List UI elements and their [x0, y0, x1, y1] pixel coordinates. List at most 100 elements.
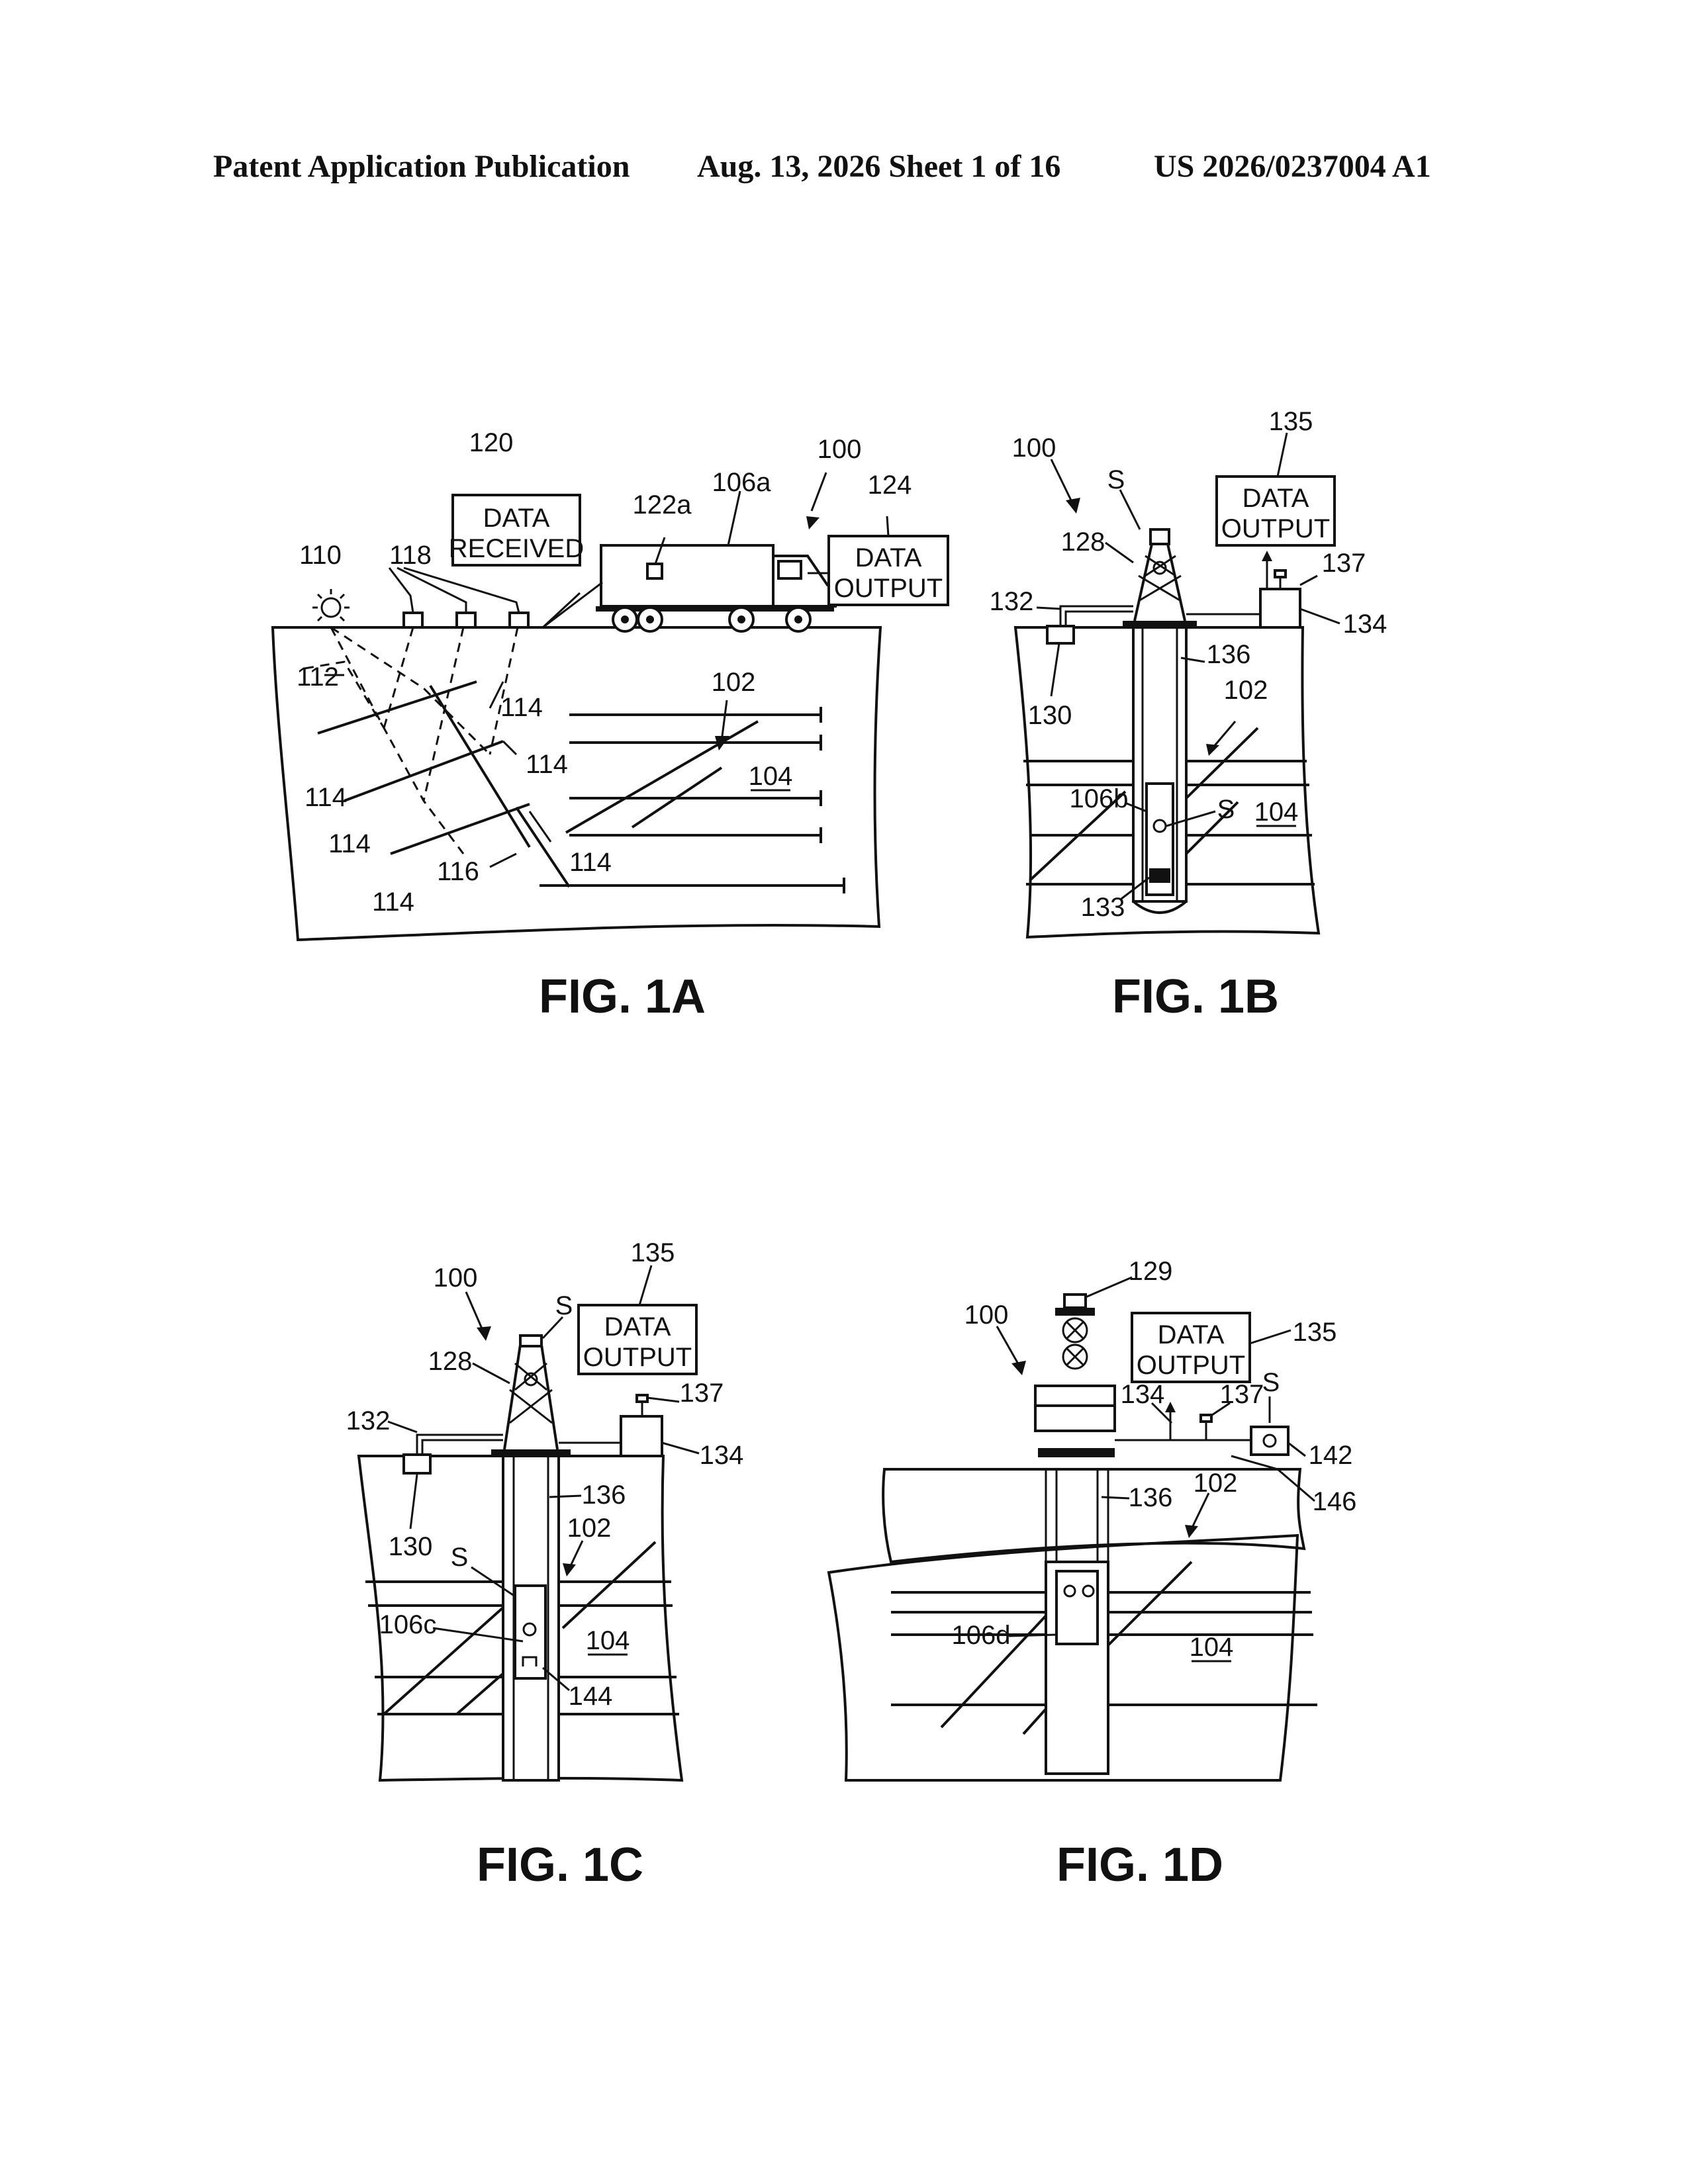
surface-unit: [621, 1416, 662, 1456]
fig1a-leader: [728, 491, 740, 545]
mud-pit: [404, 1455, 430, 1473]
antenna-icon: [1201, 1415, 1211, 1422]
fig1b-leader: [1051, 643, 1059, 696]
fig1d-leader: [1192, 1493, 1209, 1529]
ref-label-102: 102: [712, 668, 756, 697]
ref-label-137: 137: [680, 1379, 724, 1408]
ref-label-144: 144: [569, 1682, 613, 1711]
ref-label-136: 136: [1207, 640, 1251, 669]
fig1a-reflector-114: [318, 682, 477, 733]
seismic-receiver-icon: [510, 613, 528, 627]
box-text: OUTPUT: [1221, 514, 1330, 543]
fig1b-leader: [1300, 609, 1340, 623]
ref-label-137: 137: [1220, 1380, 1264, 1409]
ref-label-137: 137: [1322, 549, 1366, 578]
fig1a-arrowhead: [806, 516, 820, 529]
fig1c-leader: [647, 1398, 679, 1402]
fig1b-leader: [1120, 490, 1140, 529]
fig1a-reflector-116: [516, 807, 569, 887]
surface-unit: [1260, 589, 1300, 627]
box-text: DATA: [1158, 1320, 1225, 1349]
fig1a-leader: [887, 516, 888, 536]
ref-label-114: 114: [328, 829, 371, 858]
box-text: DATA: [604, 1312, 671, 1342]
fig1b-leader: [1037, 608, 1060, 609]
fig1a-ray-path: [331, 627, 490, 754]
box-text: OUTPUT: [834, 574, 943, 603]
fig1c-arrowhead: [563, 1563, 576, 1576]
ref-label-118: 118: [389, 541, 432, 570]
fig1a-arrow-100: [812, 473, 826, 511]
fig1c-leader: [388, 1422, 417, 1432]
fig1d-leader: [1009, 1635, 1056, 1636]
ref-label-106d: 106d: [952, 1621, 1011, 1650]
fig1a-leader: [404, 568, 519, 613]
fig1a-leader-102: [722, 700, 727, 741]
ref-label-132: 132: [990, 587, 1034, 616]
ref-label-134: 134: [1343, 610, 1387, 639]
fig1b-leader: [1213, 721, 1235, 748]
fig1d-leader: [1288, 1443, 1305, 1456]
ref-label-135: 135: [1293, 1318, 1337, 1347]
derrick-icon: [1123, 529, 1197, 629]
box-text: DATA: [855, 543, 922, 572]
downhole-tool: [515, 1586, 545, 1678]
ref-label-132: 132: [346, 1406, 391, 1435]
ref-label-S: S: [1107, 465, 1125, 494]
fig1a-ray-path: [490, 627, 518, 754]
seismic-truck-icon: [596, 545, 835, 631]
wellbore-bottom: [1133, 901, 1186, 913]
ref-label-100: 100: [818, 435, 862, 464]
fig1d-fault: [1099, 1562, 1192, 1655]
ref-label-106a: 106a: [712, 468, 772, 497]
flow-line: [417, 1435, 503, 1455]
ref-label-102: 102: [567, 1514, 612, 1543]
fig1b-arrowhead: [1066, 498, 1080, 514]
ref-label-S: S: [451, 1543, 469, 1572]
ref-label-100: 100: [434, 1263, 478, 1293]
downhole-tool: [1056, 1571, 1098, 1644]
fig1a-leader: [530, 811, 551, 842]
ref-label-S: S: [1262, 1368, 1280, 1397]
ref-label-136: 136: [1129, 1483, 1173, 1512]
mud-pit: [1047, 626, 1074, 643]
fig1d-arrow-100: [997, 1326, 1019, 1366]
box-text: OUTPUT: [1137, 1351, 1245, 1380]
fig1b-arrow-100: [1051, 459, 1072, 503]
ref-label-142: 142: [1309, 1441, 1353, 1470]
fig1d-leader: [1250, 1330, 1291, 1343]
ref-label-114: 114: [526, 750, 568, 779]
seismic-receiver-icon: [457, 613, 475, 627]
ref-label-112: 112: [297, 662, 339, 692]
ref-label-135: 135: [1269, 407, 1313, 436]
figure-caption-1b: FIG. 1B: [1112, 970, 1279, 1023]
fig1a-ray-path: [384, 627, 413, 728]
ref-label-114: 114: [305, 783, 347, 812]
fig1a-fault-102: [566, 721, 758, 833]
fig1c-leader: [410, 1475, 417, 1529]
ref-label-114: 114: [569, 848, 612, 877]
ref-label-122a: 122a: [633, 490, 692, 520]
seabed-sensor-box: [1251, 1427, 1288, 1455]
signal-arrow: [1262, 551, 1272, 561]
fig1c-leader: [549, 1496, 581, 1497]
fig1d-arrowhead: [1011, 1361, 1026, 1375]
antenna-icon: [1275, 570, 1286, 577]
seismic-source-icon: [312, 589, 350, 621]
offshore-platform-icon: [1035, 1295, 1115, 1457]
fig1a-connector: [543, 582, 602, 627]
ref-label-114: 114: [372, 887, 414, 917]
figure-caption-1d: FIG. 1D: [1056, 1839, 1223, 1891]
fig1a-leader: [503, 741, 516, 754]
fig1b-leader: [1300, 576, 1317, 585]
ref-label-104: 104: [1190, 1633, 1234, 1662]
ref-label-104: 104: [1254, 797, 1299, 827]
ref-label-110: 110: [299, 541, 342, 570]
fig1b-leader: [1105, 543, 1133, 563]
ref-label-130: 130: [389, 1532, 433, 1561]
ref-label-129: 129: [1129, 1257, 1173, 1286]
ref-label-128: 128: [428, 1347, 473, 1376]
ref-label-S: S: [555, 1291, 573, 1320]
ref-label-134: 134: [700, 1441, 744, 1470]
ref-label-116: 116: [437, 857, 479, 886]
